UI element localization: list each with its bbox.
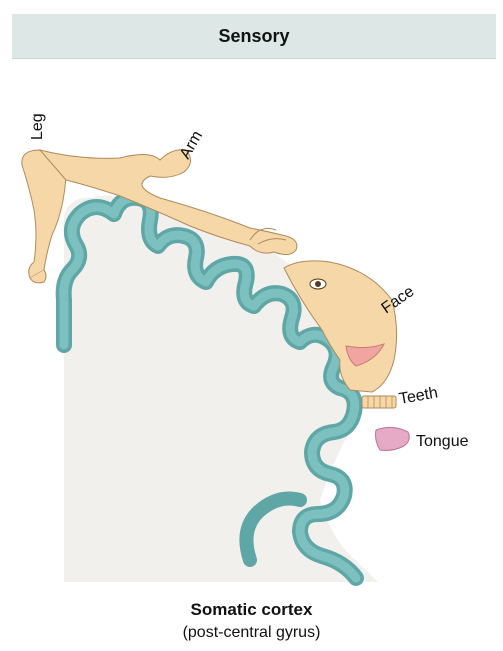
tongue-figure bbox=[376, 427, 410, 450]
homunculus-diagram: Leg Arm Face Teeth Tongue bbox=[0, 0, 503, 600]
caption-subtitle: (post-central gyrus) bbox=[0, 624, 503, 642]
caption-title: Somatic cortex bbox=[0, 600, 503, 620]
label-leg: Leg bbox=[29, 113, 46, 140]
label-tongue: Tongue bbox=[416, 433, 469, 450]
teeth-figure bbox=[362, 396, 396, 408]
label-arm: Arm bbox=[177, 128, 206, 162]
label-teeth: Teeth bbox=[398, 384, 439, 408]
label-face: Face bbox=[379, 283, 418, 317]
